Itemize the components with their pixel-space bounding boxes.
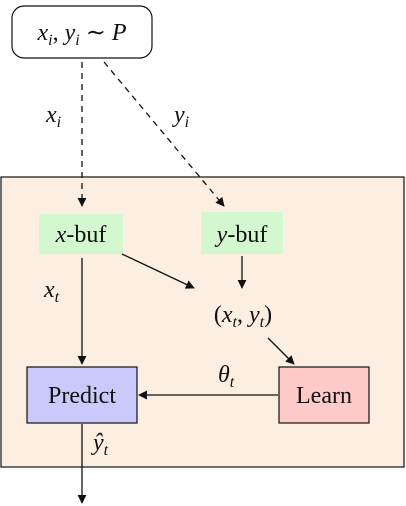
source-label: xi, yi ∼ P [37,20,127,49]
source-node [11,5,153,59]
edge-label-yhat: ŷt [91,430,109,459]
learn-label: Learn [296,383,352,409]
ybuf-label: y-buf [215,222,268,248]
edge-label-xt: xt [43,277,60,306]
learn-node [278,366,370,424]
pair-label: (xt, yt) [214,302,272,331]
xbuf-label: x-buf [55,222,107,248]
ybuf-node [201,212,283,254]
predict-label: Predict [48,383,116,409]
edge-pair-to-learn [267,337,295,365]
edge-label-theta: θt [218,362,235,391]
edge-xbuf-to-pair [121,253,195,289]
edge-label-xi: xi [45,102,61,131]
edge-label-yi: yi [172,102,189,131]
predict-node [26,366,138,424]
edge-source-to-ybuf [103,61,225,207]
xbuf-node [39,214,123,254]
